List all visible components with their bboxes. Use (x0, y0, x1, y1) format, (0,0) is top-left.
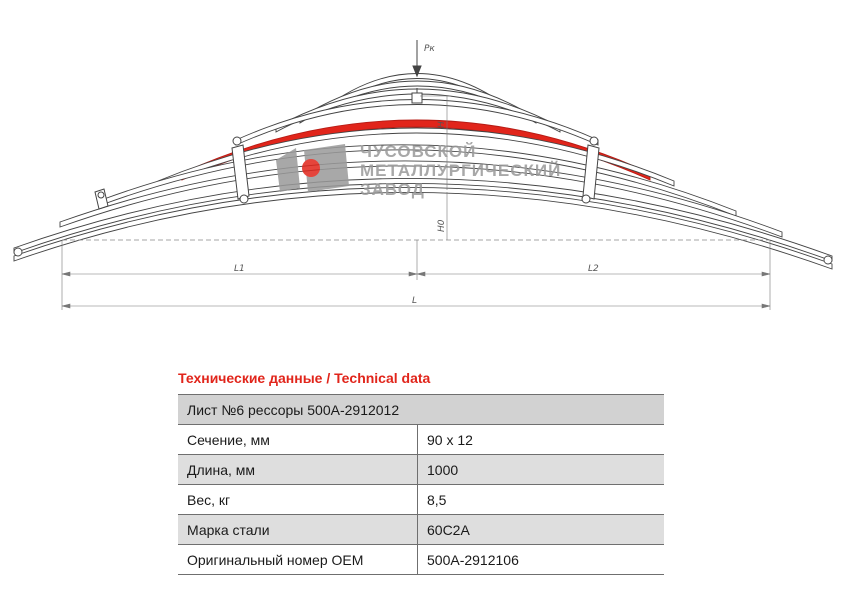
spring-leaf (235, 99, 599, 146)
spring-leaf (299, 80, 537, 124)
table-row: Марка стали 60С2А (178, 514, 664, 545)
table-row: Оригинальный номер OEM 500А-2912106 (178, 544, 664, 575)
spring-leaf (59, 160, 783, 238)
height-dimension (420, 95, 451, 240)
logo-line-1: ЧУСОВСКОЙ (360, 142, 476, 161)
spec-title: Технические данные / Technical data (178, 370, 431, 386)
force-label: Pк (424, 44, 435, 54)
height-label: H (437, 121, 447, 128)
spring-leaf (157, 127, 675, 187)
spec-label: Вес, кг (178, 484, 418, 515)
spec-value: 500А-2912106 (417, 544, 664, 575)
length-dimensions (61, 240, 771, 310)
spec-label: Марка стали (178, 514, 418, 545)
spec-value: 8,5 (417, 484, 664, 515)
spring-leaf (13, 187, 833, 270)
dimension-l: L (412, 296, 417, 306)
left-clamp (231, 136, 250, 204)
spec-label: Оригинальный номер OEM (178, 544, 418, 575)
force-arrow (412, 40, 422, 78)
logo-mark-icon (276, 148, 300, 192)
spec-value: 90 х 12 (417, 424, 664, 455)
watermark-logo: ЧУСОВСКОЙ МЕТАЛЛУРГИЧЕСКИЙ ЗАВОД (276, 142, 561, 199)
right-eye (823, 255, 833, 265)
right-clamp (581, 136, 600, 204)
left-end-clip (94, 188, 109, 210)
spring-leaf (275, 88, 561, 133)
left-eye (13, 247, 23, 257)
dimension-l1: L1 (234, 264, 245, 274)
free-height-label: H0 (437, 219, 447, 232)
center-bolt (411, 88, 423, 104)
logo-dot-icon (302, 159, 320, 177)
leaf-spring-drawing: Pк H H0 L1 L2 L ЧУСОВСКОЙ МЕТАЛЛУРГИЧЕСК… (13, 40, 833, 310)
dimension-l2: L2 (588, 264, 599, 274)
spec-value: 1000 (417, 454, 664, 485)
spec-value: 60С2А (417, 514, 664, 545)
table-row: Длина, мм 1000 (178, 454, 664, 485)
logo-line-2: МЕТАЛЛУРГИЧЕСКИЙ (360, 161, 561, 180)
table-row: Вес, кг 8,5 (178, 484, 664, 515)
table-row: Сечение, мм 90 х 12 (178, 424, 664, 455)
spec-header-row: Лист №6 рессоры 500А-2912012 (178, 394, 664, 425)
spec-label: Сечение, мм (178, 424, 418, 455)
spec-label: Длина, мм (178, 454, 418, 485)
logo-line-3: ЗАВОД (360, 180, 425, 199)
spec-header: Лист №6 рессоры 500А-2912012 (178, 394, 664, 425)
spec-table: Лист №6 рессоры 500А-2912012 Сечение, мм… (178, 394, 664, 575)
